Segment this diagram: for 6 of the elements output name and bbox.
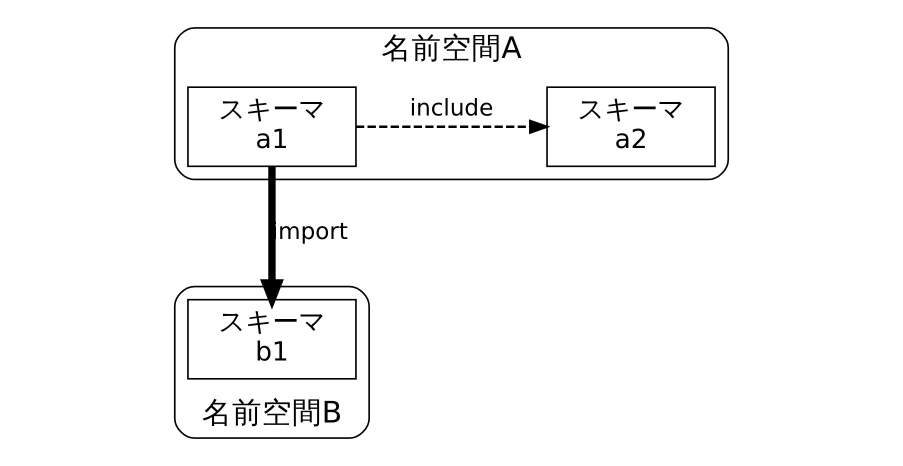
arrow xyxy=(356,119,550,134)
node-box: スキーマ b1 xyxy=(187,298,357,380)
arrow xyxy=(260,166,284,310)
edge-label: include xyxy=(410,96,494,122)
node-box: スキーマ a1 xyxy=(187,86,357,168)
node-box: スキーマ a2 xyxy=(546,86,716,168)
